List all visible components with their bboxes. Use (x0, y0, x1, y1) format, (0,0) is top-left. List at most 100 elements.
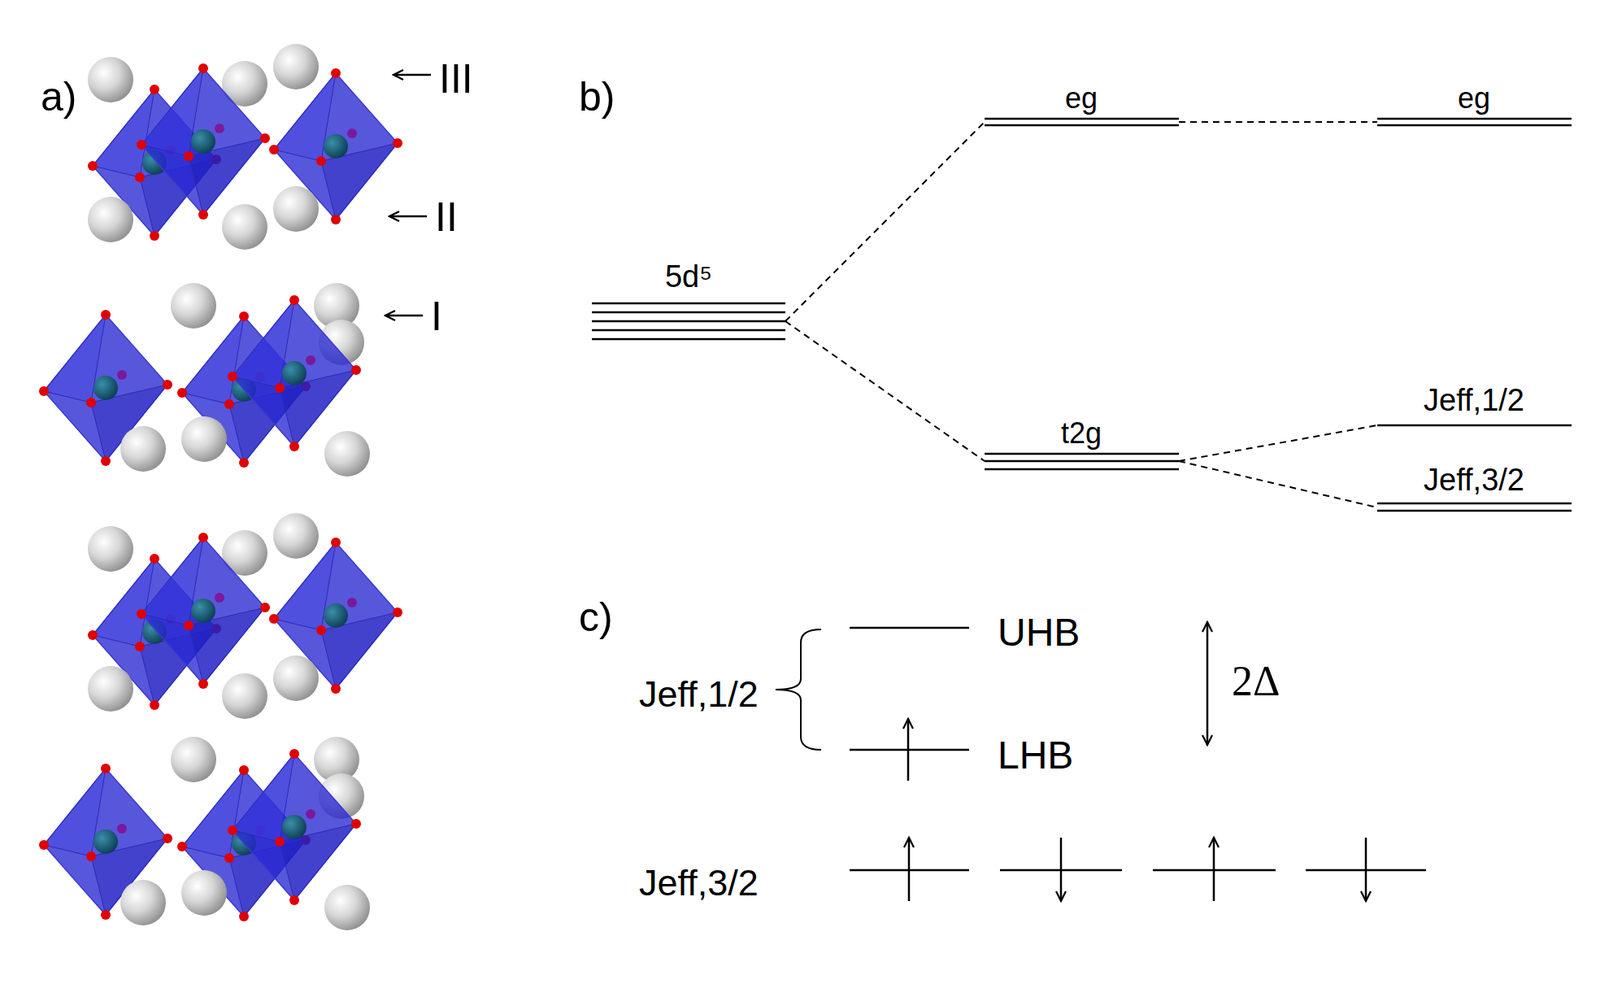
oxygen-atom (392, 607, 403, 618)
oxygen-atom (289, 441, 300, 452)
crystal-structure (39, 43, 403, 931)
oxygen-atom (260, 602, 270, 613)
cation-sphere (87, 526, 134, 572)
oxygen-atom (351, 365, 361, 375)
iridium-atom (282, 814, 307, 840)
level-label: t2g (1060, 418, 1102, 448)
oxygen-atom (227, 371, 238, 382)
oxygen-atom (136, 608, 147, 619)
energy-levels (591, 118, 1572, 511)
band-label: Jeff,3/2 (639, 864, 759, 901)
oxygen-atom (100, 763, 111, 774)
cation-sphere (87, 56, 134, 103)
level-label: eg (1457, 83, 1491, 114)
cation-sphere (87, 665, 134, 712)
oxygen-atom (239, 911, 249, 922)
bracket (775, 629, 822, 750)
oxygen-atom (198, 532, 209, 543)
layer-number: I (430, 295, 443, 337)
panel-letter: a) (40, 76, 77, 118)
cation-sphere (87, 196, 134, 243)
oxygen-atom (224, 852, 235, 863)
oxygen-atom (177, 387, 187, 398)
oxygen-atom (117, 369, 127, 380)
oxygen-atom (239, 765, 249, 775)
band-levels (849, 627, 1427, 870)
panel-letter: b) (578, 76, 615, 118)
oxygen-atom (289, 295, 300, 305)
oxygen-atom (260, 133, 270, 144)
octahedron (141, 68, 266, 215)
oxygen-atom (214, 123, 225, 134)
band-label: Jeff,1/2 (639, 675, 759, 713)
layer-number: II (434, 196, 458, 238)
oxygen-atom (316, 625, 327, 635)
octahedron (232, 300, 357, 447)
oxygen-atom (100, 309, 111, 320)
oxygen-atom (149, 84, 160, 95)
oxygen-atom (227, 825, 238, 835)
oxygen-atom (86, 851, 96, 861)
oxygen-atom (183, 620, 194, 631)
gap-label: 2Δ (1231, 660, 1280, 703)
oxygen-atom (347, 128, 357, 139)
oxygen-atom (134, 172, 145, 183)
oxygen-atom (117, 823, 127, 834)
oxygen-atom (162, 379, 173, 390)
oxygen-atom (198, 63, 209, 74)
level-label: Jeff,1/2 (1423, 384, 1525, 416)
oxygen-atom (183, 151, 194, 161)
cation-sphere (120, 426, 166, 472)
oxygen-atom (347, 597, 357, 608)
cation-sphere (273, 513, 319, 559)
oxygen-atom (198, 678, 209, 689)
oxygen-atom (330, 68, 341, 79)
iridium-atom (191, 129, 216, 154)
oxygen-atom (87, 630, 98, 640)
cation-sphere (170, 282, 217, 329)
cation-sphere (324, 430, 370, 477)
cation-sphere (221, 673, 268, 719)
spin-arrows (908, 718, 1366, 901)
oxygen-atom (305, 808, 316, 819)
oxygen-atom (214, 592, 225, 603)
oxygen-atom (100, 456, 111, 466)
oxygen-atom (330, 537, 341, 548)
oxygen-atom (149, 700, 160, 710)
oxygen-atom (269, 613, 279, 624)
oxygen-atom (162, 833, 173, 844)
level-label: Jeff,3/2 (1423, 464, 1525, 496)
iridium-atom (323, 603, 348, 628)
cation-sphere (120, 879, 166, 926)
oxygen-atom (239, 311, 249, 322)
oxygen-atom (274, 382, 285, 393)
oxygen-atom (351, 818, 361, 829)
oxygen-atom (330, 683, 341, 694)
iridium-atom (282, 360, 307, 386)
level-label: eg (1065, 83, 1098, 114)
oxygen-atom (86, 397, 96, 408)
iridium-atom (93, 375, 118, 400)
panel-letter: c) (578, 596, 614, 638)
band-label: UHB (997, 613, 1080, 653)
oxygen-atom (149, 553, 160, 564)
octahedron (141, 537, 266, 684)
cation-sphere (273, 655, 319, 701)
oxygen-atom (330, 214, 341, 225)
oxygen-atom (239, 457, 249, 468)
oxygen-atom (177, 841, 187, 852)
oxygen-atom (39, 386, 49, 396)
iridium-atom (191, 598, 216, 623)
oxygen-atom (198, 209, 209, 220)
cation-sphere (170, 736, 217, 783)
cation-sphere (273, 43, 319, 90)
oxygen-atom (134, 641, 145, 652)
level-label: 5d⁵ (665, 260, 713, 292)
oxygen-atom (274, 836, 285, 847)
cation-sphere (181, 869, 227, 916)
oxygen-atom (100, 909, 111, 920)
iridium-atom (93, 829, 118, 854)
oxygen-atom (269, 144, 279, 155)
layer-pointers (385, 74, 431, 316)
